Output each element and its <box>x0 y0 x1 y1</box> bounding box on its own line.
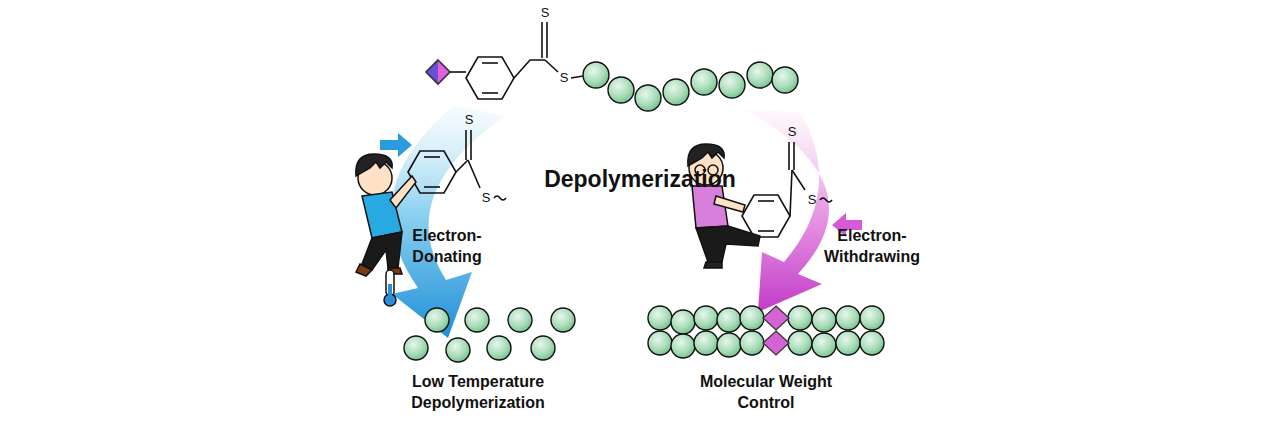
sulfur-atom: S <box>782 124 802 141</box>
outcome-label: Molecular Weight Control <box>681 372 851 414</box>
sulfur-atom: S <box>802 192 822 209</box>
effect-label: Electron-Donating <box>397 226 497 268</box>
sulfur-atom: S <box>535 5 555 22</box>
process-title: Depolymerization <box>520 165 760 195</box>
withdrawing-trithioester <box>742 142 832 237</box>
thermometer-icon <box>384 270 396 306</box>
donating-trithioester <box>408 130 506 200</box>
person-pulling <box>688 144 760 268</box>
person-pushing <box>356 154 416 276</box>
monomer-beads <box>583 62 798 111</box>
chain-end-diamonds <box>763 306 789 355</box>
sulfur-atom: S <box>476 190 496 207</box>
polymer-chain <box>426 22 583 99</box>
sulfur-atom: S <box>459 112 479 129</box>
donating-arrow <box>391 105 505 338</box>
sulfur-atom: S <box>554 70 574 87</box>
effect-label: Electron-Withdrawing <box>813 226 931 268</box>
outcome-label: Low Temperature Depolymerization <box>388 372 568 414</box>
free-monomers <box>404 308 575 362</box>
push-arrow <box>380 133 412 157</box>
controlled-chains <box>648 306 884 358</box>
